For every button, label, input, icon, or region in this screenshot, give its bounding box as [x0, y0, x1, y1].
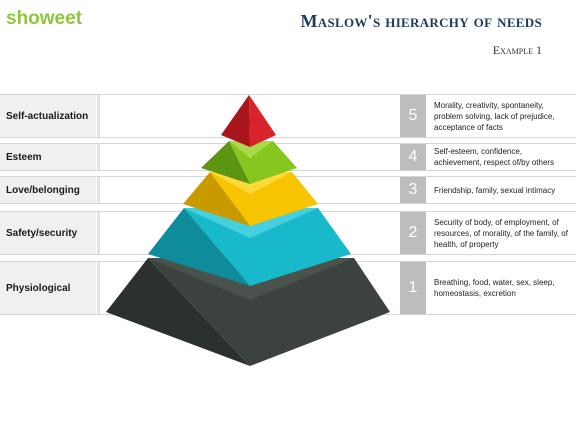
page-title: Maslow's hierarchy of needs — [300, 11, 542, 31]
level-label-4: Esteem — [0, 144, 96, 170]
label-separator — [97, 144, 100, 170]
level-row-5: Self-actualization 5 Morality, creativit… — [0, 94, 576, 138]
page-subtitle: Example 1 — [492, 43, 542, 57]
pyramid-tier-5 — [221, 95, 276, 147]
label-separator — [97, 262, 100, 314]
level-label-2: Safety/security — [0, 212, 96, 254]
label-separator — [97, 95, 100, 137]
level-description-2: Security of body, of employment, of reso… — [434, 217, 568, 249]
level-description-4: Self-esteem, confidence, achievement, re… — [434, 147, 555, 167]
level-number-3: 3 — [400, 177, 426, 203]
level-label-1: Physiological — [0, 262, 96, 314]
level-number-4: 4 — [400, 144, 426, 170]
level-label-5: Self-actualization — [0, 95, 96, 137]
level-description-5: Morality, creativity, spontaneity, probl… — [434, 100, 555, 132]
pyramid-tier-4 — [201, 141, 297, 184]
level-number-1: 1 — [400, 262, 426, 314]
label-separator — [97, 212, 100, 254]
label-separator — [97, 177, 100, 203]
level-number-5: 5 — [400, 95, 426, 137]
logo-text: showeet — [6, 8, 83, 29]
pyramid-tier-2 — [148, 208, 351, 286]
level-label-3: Love/belonging — [0, 177, 96, 203]
showeet-logo: showeet — [6, 8, 83, 29]
level-description-1: Breathing, food, water, sex, sleep, home… — [434, 278, 555, 298]
level-description-3: Friendship, family, sexual intimacy — [434, 185, 556, 195]
level-number-2: 2 — [400, 212, 426, 254]
